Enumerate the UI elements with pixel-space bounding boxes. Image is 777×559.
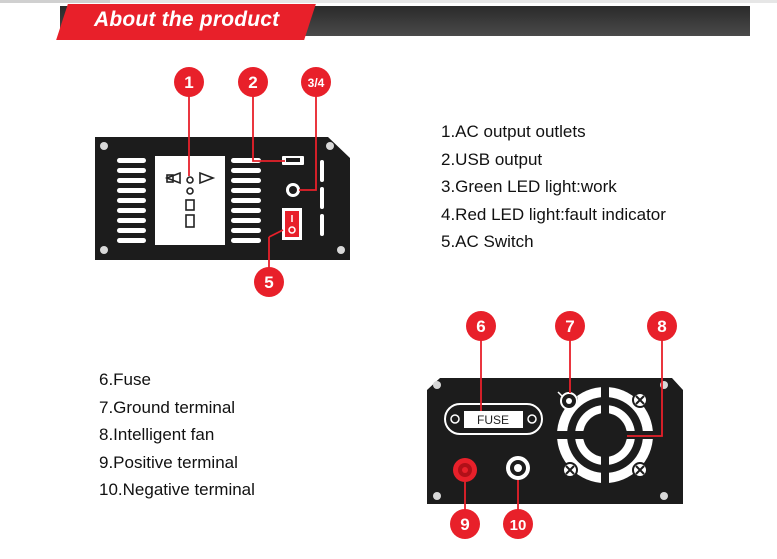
- callout-7: 7: [555, 311, 585, 341]
- front-right-slots: [320, 160, 324, 236]
- front-panel: [95, 137, 350, 260]
- ground-terminal-icon: [557, 391, 578, 410]
- svg-text:5: 5: [264, 273, 273, 292]
- fuse-label: FUSE: [477, 413, 509, 427]
- legend-item: 7.Ground terminal: [99, 397, 236, 417]
- legend-item: 5.AC Switch: [441, 232, 534, 251]
- svg-text:6: 6: [476, 317, 485, 336]
- page-title: About the product: [94, 8, 280, 31]
- svg-text:1: 1: [184, 73, 193, 92]
- callout-5: 5: [254, 267, 284, 297]
- svg-text:2: 2: [248, 73, 257, 92]
- callout-3-4: 3/4: [301, 67, 331, 97]
- callout-1: 1: [174, 67, 204, 97]
- front-left-vents: [117, 158, 146, 243]
- back-leader-lines: [464, 340, 663, 510]
- callout-10: 10: [503, 509, 533, 539]
- callout-2: 2: [238, 67, 268, 97]
- svg-text:8: 8: [657, 317, 666, 336]
- front-legend: 1.AC output outlets 2.USB output 3.Green…: [441, 118, 666, 256]
- svg-text:7: 7: [565, 317, 574, 336]
- legend-item: 10.Negative terminal: [99, 480, 255, 499]
- legend-item: 2.USB output: [441, 149, 543, 169]
- ac-switch-icon: [282, 208, 302, 240]
- legend-item: 6.Fuse: [99, 370, 151, 389]
- svg-text:3/4: 3/4: [308, 76, 325, 90]
- legend-item: 8.Intelligent fan: [99, 425, 215, 444]
- top-accent: [0, 0, 110, 3]
- callout-8: 8: [647, 311, 677, 341]
- positive-terminal-icon: [453, 458, 477, 482]
- legend-item: 4.Red LED light:fault indicator: [441, 204, 666, 224]
- ac-outlet-icon: [155, 156, 225, 245]
- fuse-icon: FUSE: [444, 403, 543, 435]
- svg-text:10: 10: [510, 517, 527, 534]
- back-legend: 6.Fuse 7.Ground terminal 8.Intelligent f…: [99, 366, 255, 504]
- top-divider: [0, 0, 777, 3]
- negative-terminal-icon: [506, 456, 530, 480]
- legend-item: 9.Positive terminal: [99, 452, 238, 472]
- front-center-vents: [231, 158, 261, 243]
- legend-item: 3.Green LED light:work: [441, 177, 617, 196]
- front-leader-lines: [188, 96, 317, 268]
- callout-9: 9: [450, 509, 480, 539]
- svg-text:9: 9: [460, 515, 469, 534]
- legend-item: 1.AC output outlets: [441, 122, 586, 141]
- back-panel: FUSE: [427, 378, 683, 504]
- callout-6: 6: [466, 311, 496, 341]
